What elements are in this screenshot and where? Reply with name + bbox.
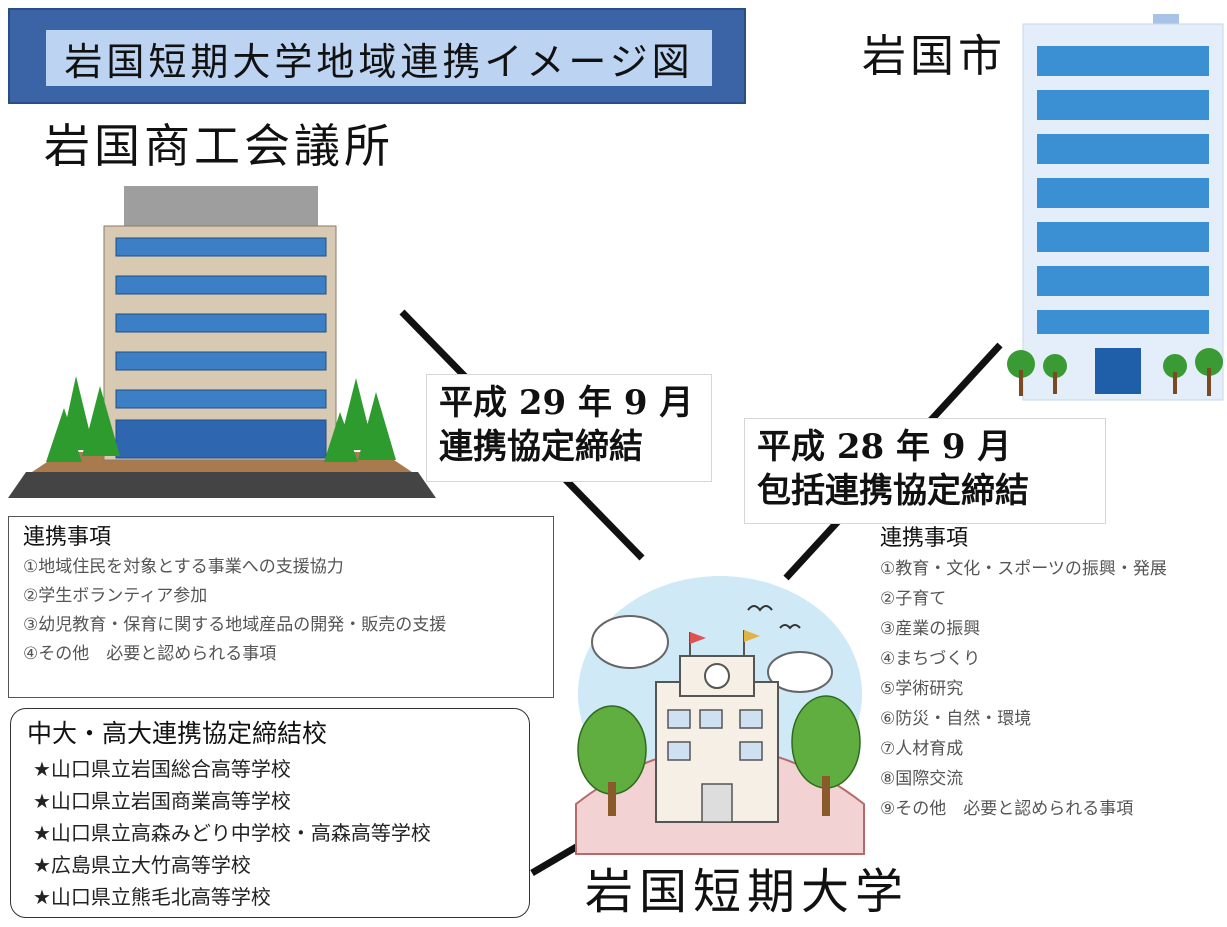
- page-title: 岩国短期大学地域連携イメージ図: [46, 30, 712, 86]
- city-trees: [1007, 348, 1223, 396]
- connector-schools-college: [530, 842, 580, 877]
- college-item: ⑨その他 必要と認められる事項: [880, 799, 1134, 819]
- partner-schools-box: 中大・高大連携協定締結校 ★山口県立岩国総合高等学校 ★山口県立岩国商業高等学校…: [10, 708, 530, 918]
- college-item: ⑦人材育成: [880, 739, 964, 759]
- chamber-name: 岩国商工会議所: [44, 119, 394, 173]
- college-cooperation-items: 連携事項 ①教育・文化・スポーツの振興・発展 ②子育て ③産業の振興 ④まちづく…: [880, 524, 1220, 824]
- chamber-building-illustration: [8, 186, 436, 498]
- building-windows: [115, 237, 327, 459]
- school-item: ★山口県立岩国総合高等学校: [33, 757, 291, 781]
- agreement-box-chamber: 平成 29 年 9 月 連携協定締結: [426, 374, 712, 482]
- college-name: 岩国短期大学: [585, 864, 910, 920]
- city-building-illustration: [1007, 14, 1224, 401]
- agreement-date-city: 平成 28 年 9 月: [757, 427, 1012, 467]
- college-item: ⑤学術研究: [880, 679, 964, 699]
- flags: [689, 630, 760, 656]
- chamber-cooperation-items: 連携事項 ①地域住民を対象とする事業への支援協力 ②学生ボランティア参加 ③幼児…: [8, 516, 554, 698]
- college-items-heading: 連携事項: [880, 526, 969, 551]
- school-item: ★山口県立高森みどり中学校・高森高等学校: [33, 821, 431, 845]
- college-item: ⑧国際交流: [880, 769, 964, 789]
- trees-right: [324, 378, 396, 462]
- chamber-item: ②学生ボランティア参加: [23, 586, 208, 606]
- college-item: ③産業の振興: [880, 619, 981, 639]
- clouds: [591, 615, 833, 693]
- college-item: ⑥防災・自然・環境: [880, 709, 1032, 729]
- building-base: [8, 472, 436, 498]
- agreement-box-city: 平成 28 年 9 月 包括連携協定締結: [744, 418, 1106, 524]
- chamber-items-heading: 連携事項: [23, 525, 112, 550]
- agreement-text-city: 包括連携協定締結: [757, 471, 1029, 511]
- college-illustration: [575, 576, 865, 855]
- chamber-item: ①地域住民を対象とする事業への支援協力: [23, 557, 344, 577]
- agreement-text-chamber: 連携協定締結: [439, 427, 643, 467]
- city-name: 岩国市: [862, 31, 1006, 82]
- schools-heading: 中大・高大連携協定締結校: [27, 719, 328, 748]
- title-banner: 岩国短期大学地域連携イメージ図: [8, 8, 746, 104]
- college-item: ④まちづくり: [880, 649, 981, 669]
- city-windows: [1037, 46, 1209, 334]
- chamber-item: ③幼児教育・保育に関する地域産品の開発・販売の支援: [23, 615, 447, 635]
- college-trees: [577, 695, 861, 795]
- school-item: ★山口県立岩国商業高等学校: [33, 789, 291, 813]
- college-item: ①教育・文化・スポーツの振興・発展: [880, 559, 1167, 579]
- trees-left: [46, 376, 120, 462]
- birds: [747, 605, 801, 630]
- chamber-item: ④その他 必要と認められる事項: [23, 644, 277, 664]
- college-item: ②子育て: [880, 589, 947, 609]
- agreement-date-chamber: 平成 29 年 9 月: [439, 383, 694, 423]
- school-item: ★広島県立大竹高等学校: [33, 853, 251, 877]
- school-item: ★山口県立熊毛北高等学校: [33, 885, 271, 909]
